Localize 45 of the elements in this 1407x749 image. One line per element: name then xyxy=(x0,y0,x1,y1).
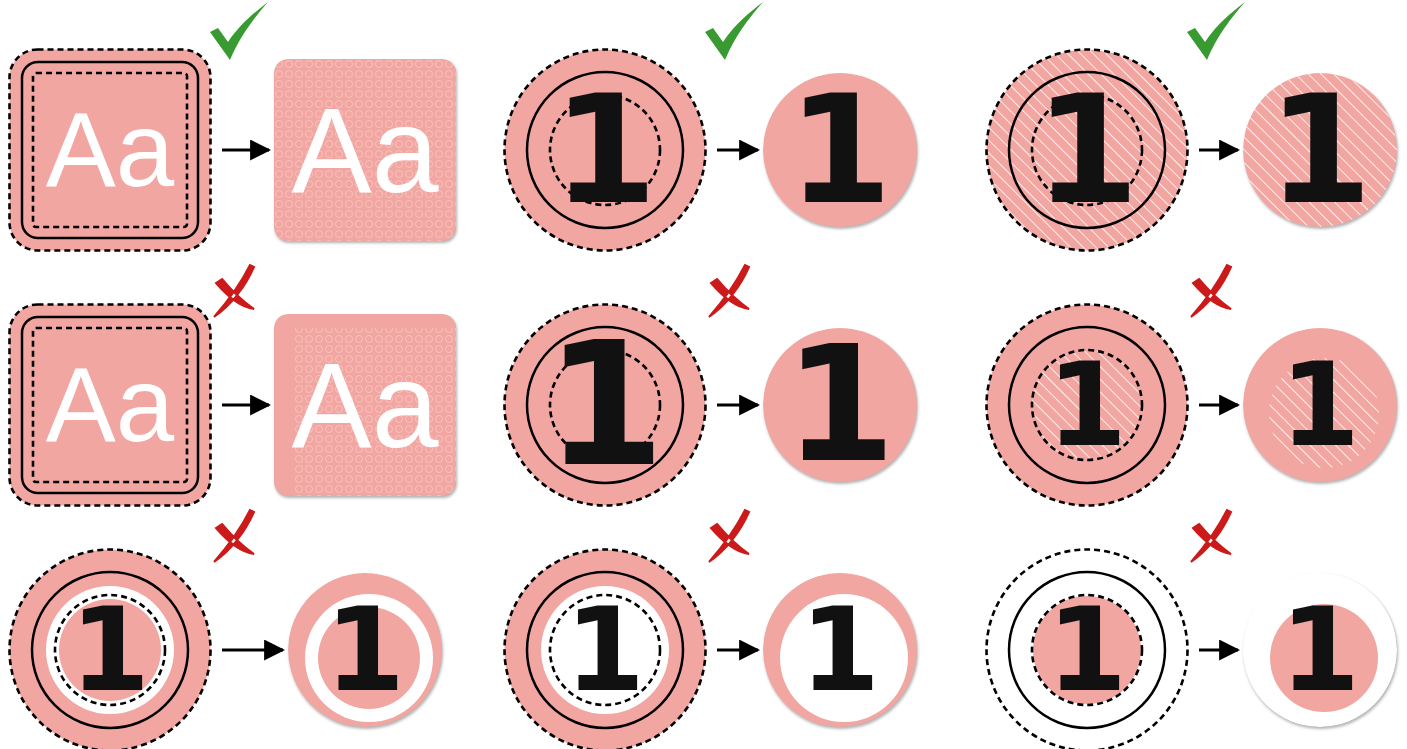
badge-template xyxy=(503,548,707,749)
finished-badge xyxy=(1243,73,1397,227)
badge-template xyxy=(985,48,1189,252)
badge-number: 1 xyxy=(1047,604,1127,696)
badge-letters: Aa xyxy=(45,363,175,447)
badge-number: 1 xyxy=(552,90,658,210)
badge-number: 1 xyxy=(545,336,665,474)
arrow xyxy=(222,139,272,161)
finished-badge xyxy=(763,328,917,482)
arrow xyxy=(717,639,761,661)
badge-number: 1 xyxy=(787,90,893,210)
badge-number: 1 xyxy=(1267,90,1373,210)
badge-letters: Aa xyxy=(45,108,175,192)
badge-template xyxy=(985,303,1189,507)
arrow xyxy=(1199,139,1241,161)
arrow xyxy=(1199,394,1241,416)
badge-template xyxy=(985,548,1189,749)
finished-badge xyxy=(274,314,456,496)
arrow xyxy=(222,639,286,661)
finished-badge xyxy=(288,573,442,727)
finished-badge xyxy=(274,59,456,241)
badge-number: 1 xyxy=(70,604,150,696)
badge-number: 1 xyxy=(1280,359,1360,451)
badge-letters: Aa xyxy=(291,357,439,453)
badge-number: 1 xyxy=(1280,604,1360,696)
badge-number: 1 xyxy=(565,604,645,696)
badge-template xyxy=(503,48,707,252)
badge-template xyxy=(503,303,707,507)
arrow xyxy=(222,394,272,416)
badge-template xyxy=(8,48,212,252)
arrow xyxy=(717,394,761,416)
finished-badge xyxy=(763,573,917,727)
badge-number: 1 xyxy=(784,341,896,469)
arrow xyxy=(717,139,761,161)
badge-number: 1 xyxy=(1034,90,1140,210)
badge-template xyxy=(8,548,212,749)
badge-number: 1 xyxy=(800,604,880,696)
finished-badge xyxy=(1243,573,1397,727)
badge-number: 1 xyxy=(325,604,405,696)
badge-letters: Aa xyxy=(291,102,439,198)
finished-badge xyxy=(1243,328,1397,482)
finished-badge xyxy=(763,73,917,227)
badge-number: 1 xyxy=(1047,359,1127,451)
badge-template xyxy=(8,303,212,507)
arrow xyxy=(1199,639,1241,661)
